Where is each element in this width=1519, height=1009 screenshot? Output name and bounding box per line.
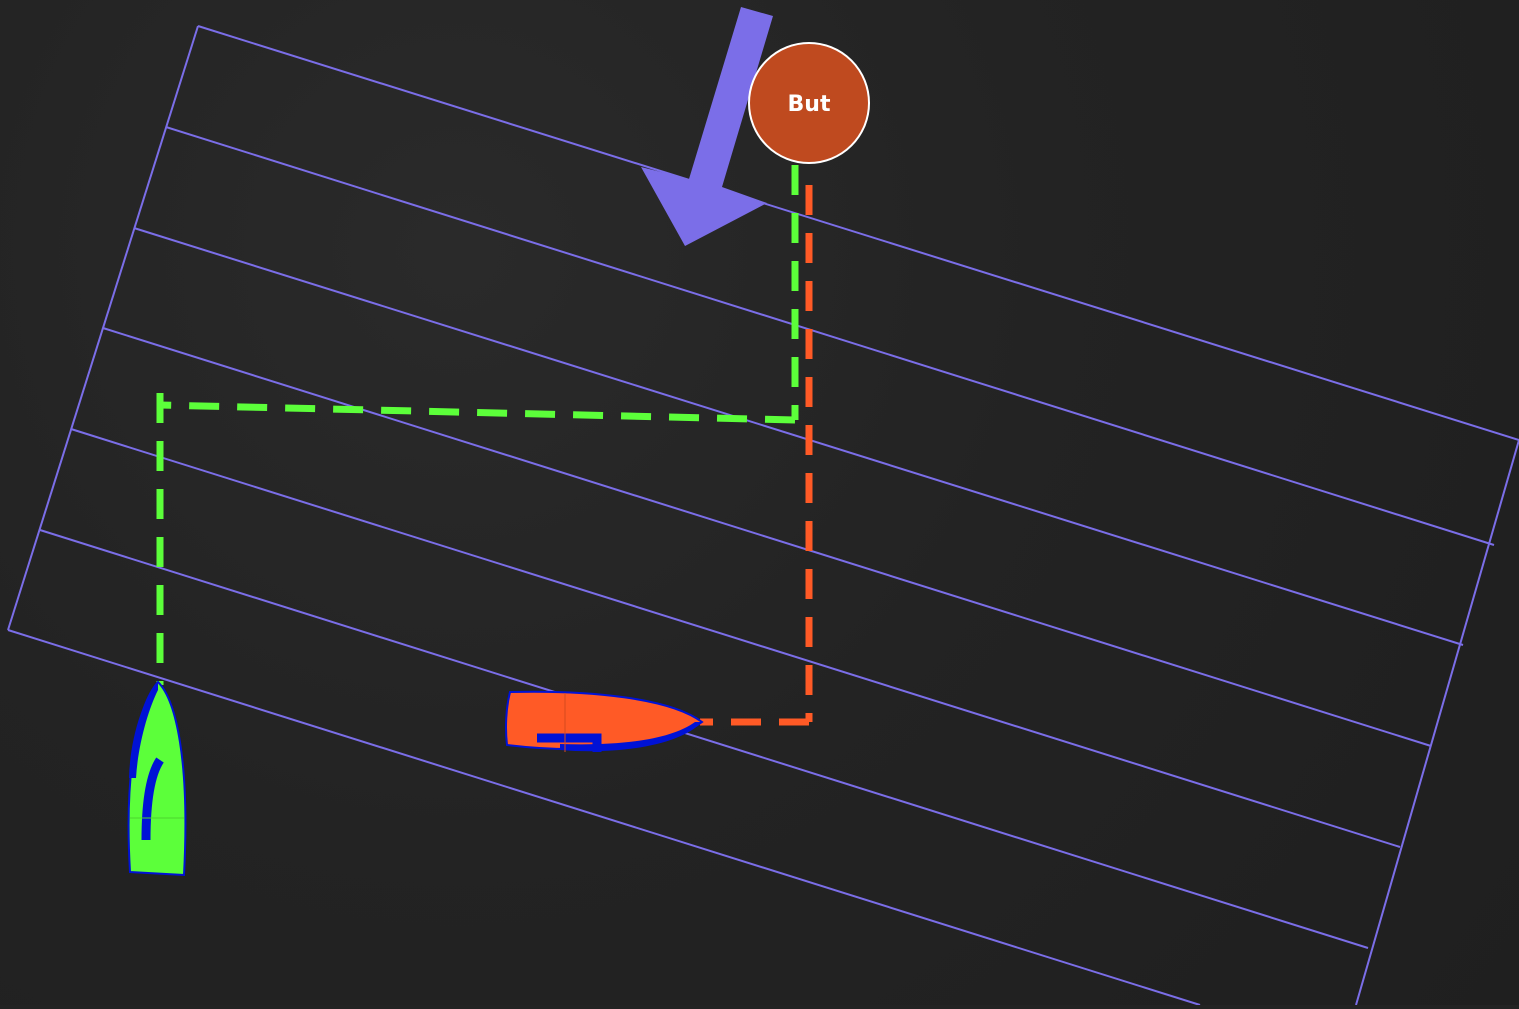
orange-boat-path: [700, 185, 813, 726]
mark-buoy: But: [748, 42, 870, 164]
mark-label: But: [788, 92, 831, 117]
ladder-rung-1: [197, 25, 1519, 441]
orange-sailboat-icon: [505, 690, 704, 752]
mark-circle: [748, 42, 870, 164]
orange-boat-sail: [537, 733, 602, 752]
green-boat-sail: [141, 757, 164, 841]
ladder-rung-3: [133, 227, 1464, 646]
ladder-rung-2: [165, 126, 1495, 546]
ladder-grid: [7, 25, 1519, 1006]
green-boat-path: [156, 165, 799, 685]
ladder-rung-6: [39, 529, 1369, 949]
ladder-rung-5: [70, 428, 1401, 848]
wind-arrow-icon: [641, 7, 773, 246]
ladder-right-rail: [1355, 439, 1519, 1006]
green-sailboat-icon: [127, 680, 187, 877]
ladder-rung-4: [102, 327, 1432, 747]
ladder-rung-7: [7, 629, 1201, 1006]
